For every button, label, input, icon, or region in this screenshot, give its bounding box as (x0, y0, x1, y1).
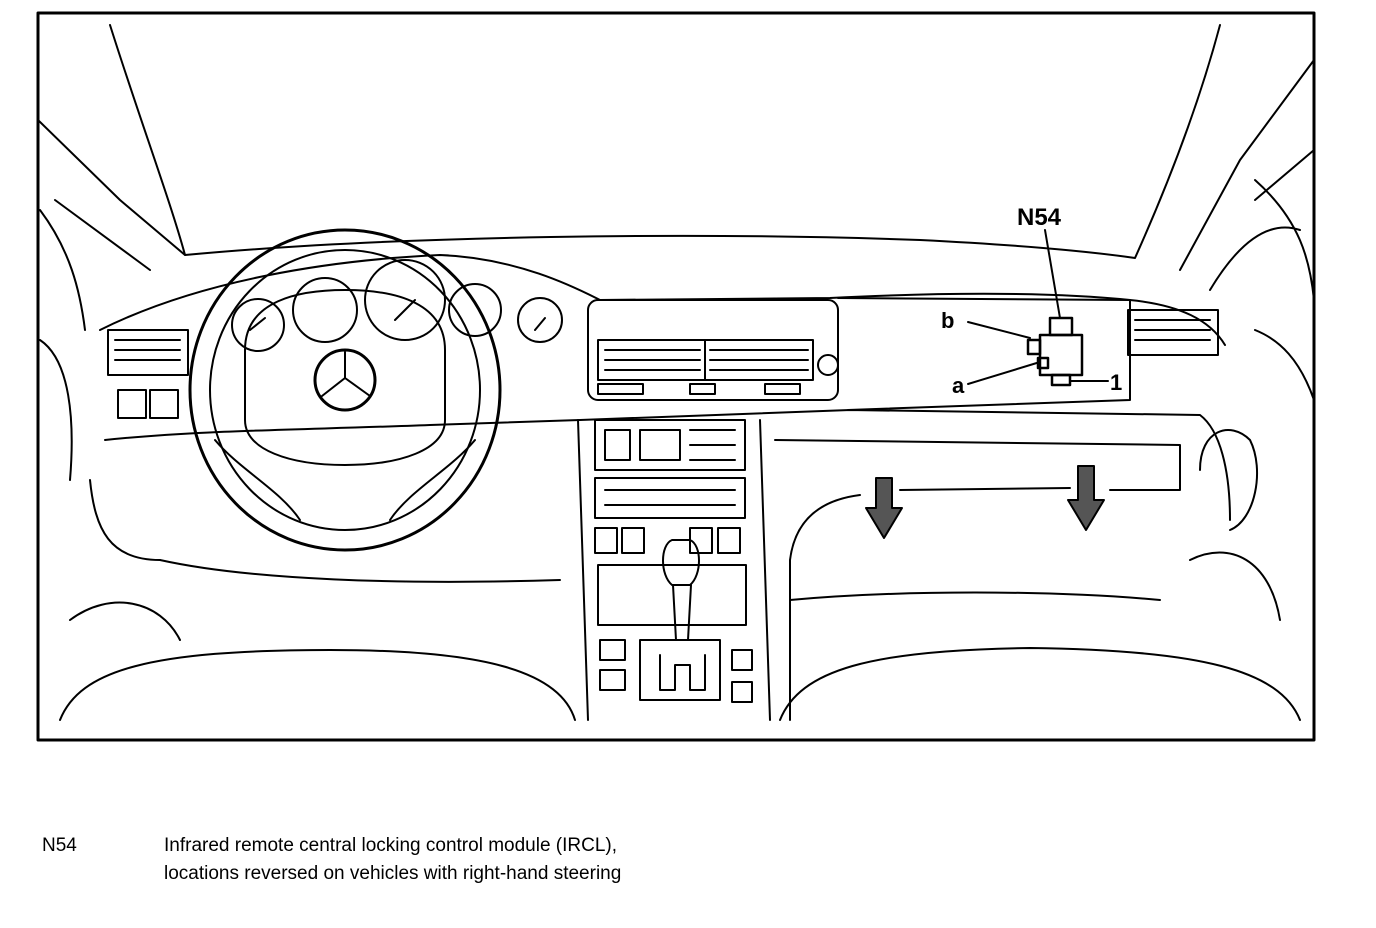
gear-selector (599, 539, 753, 703)
arrow-down-icon (1067, 465, 1105, 531)
callout-a: a (952, 373, 965, 398)
seat-right (779, 647, 1301, 721)
right-vent (1127, 309, 1219, 356)
leader-a (967, 361, 1041, 385)
door-right (1189, 329, 1315, 621)
side-window-left (39, 209, 86, 481)
dashboard-top (99, 254, 1226, 346)
steering-wheel (188, 228, 502, 552)
legend: N54 Infrared remote central locking cont… (42, 832, 742, 888)
instrument-cluster (231, 259, 563, 352)
removal-arrows (865, 465, 1105, 539)
legend-code: N54 (42, 835, 77, 856)
dashboard-lower (104, 409, 1231, 521)
leader-n54 (1044, 229, 1061, 319)
left-vent (107, 329, 189, 419)
callout-b: b (941, 308, 954, 333)
a-pillar-left (37, 119, 186, 271)
door-left (69, 479, 181, 641)
a-pillar-right (1179, 59, 1315, 271)
diagram-frame (36, 11, 1316, 742)
center-console (577, 419, 771, 721)
side-window-right (1209, 179, 1315, 301)
leader-b (967, 321, 1031, 339)
footwell-lines (159, 559, 1161, 601)
legend-description: Infrared remote central locking control … (164, 835, 622, 884)
windshield-outline (109, 24, 1221, 259)
passenger-dash-panel (774, 297, 1181, 721)
center-vents (587, 299, 839, 401)
legend-item: N54 Infrared remote central locking cont… (42, 832, 742, 888)
seat-left (59, 649, 576, 721)
callout-1: 1 (1110, 370, 1122, 395)
n54-module (1026, 316, 1084, 387)
arrow-down-icon (865, 477, 903, 539)
dashboard-diagram: N54 b a 1 (36, 11, 1316, 742)
callout-n54: N54 (1017, 204, 1062, 231)
